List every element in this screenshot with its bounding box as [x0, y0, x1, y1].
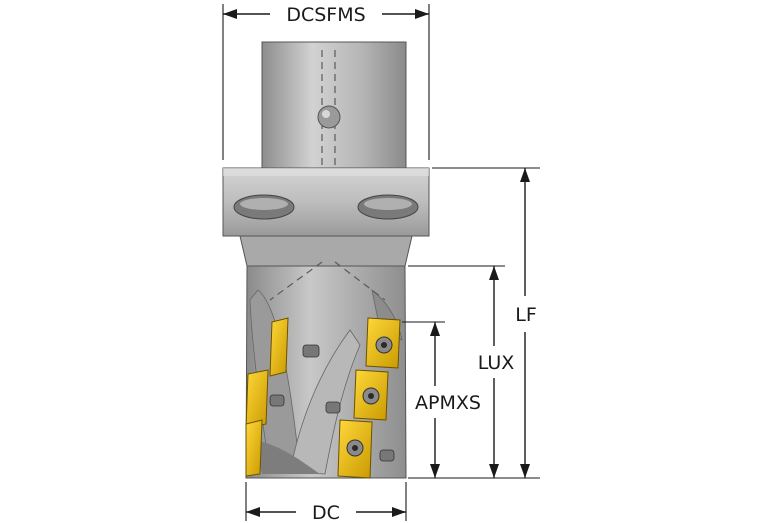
insert-right	[337, 419, 373, 479]
milling-cutter	[222, 41, 430, 479]
arrowhead	[520, 464, 530, 478]
arrowhead	[415, 9, 429, 19]
arrowhead	[246, 507, 260, 517]
arrowhead	[430, 464, 440, 478]
lf-label: LF	[515, 304, 537, 326]
lux-label: LUX	[478, 352, 515, 374]
coolant-hole	[317, 105, 341, 129]
insert-left	[245, 419, 263, 477]
insert-right	[365, 317, 401, 369]
screw-hole	[302, 344, 320, 358]
screw-hole	[325, 401, 341, 414]
apmxs-label: APMXS	[415, 392, 481, 414]
dimension-dcsfms: DCSFMS	[222, 4, 430, 160]
insert-right	[353, 369, 389, 421]
dcsfms-label: DCSFMS	[286, 4, 365, 26]
dimension-apmxs: APMXS	[402, 321, 481, 478]
arrowhead	[489, 464, 499, 478]
insert-left	[245, 369, 269, 429]
arrowhead	[392, 507, 406, 517]
arrowhead	[430, 322, 440, 336]
arrowhead	[223, 9, 237, 19]
insert-left	[269, 317, 289, 377]
shank	[261, 41, 407, 169]
screw-hole	[379, 449, 395, 462]
arrowhead	[520, 168, 530, 182]
dimension-lf: LF	[408, 167, 540, 479]
arrowhead	[489, 266, 499, 280]
dc-label: DC	[312, 502, 340, 523]
dimension-lux: LUX	[408, 265, 515, 478]
flange-taper	[239, 235, 413, 267]
dimension-dc: DC	[245, 482, 407, 523]
screw-hole	[269, 394, 285, 407]
